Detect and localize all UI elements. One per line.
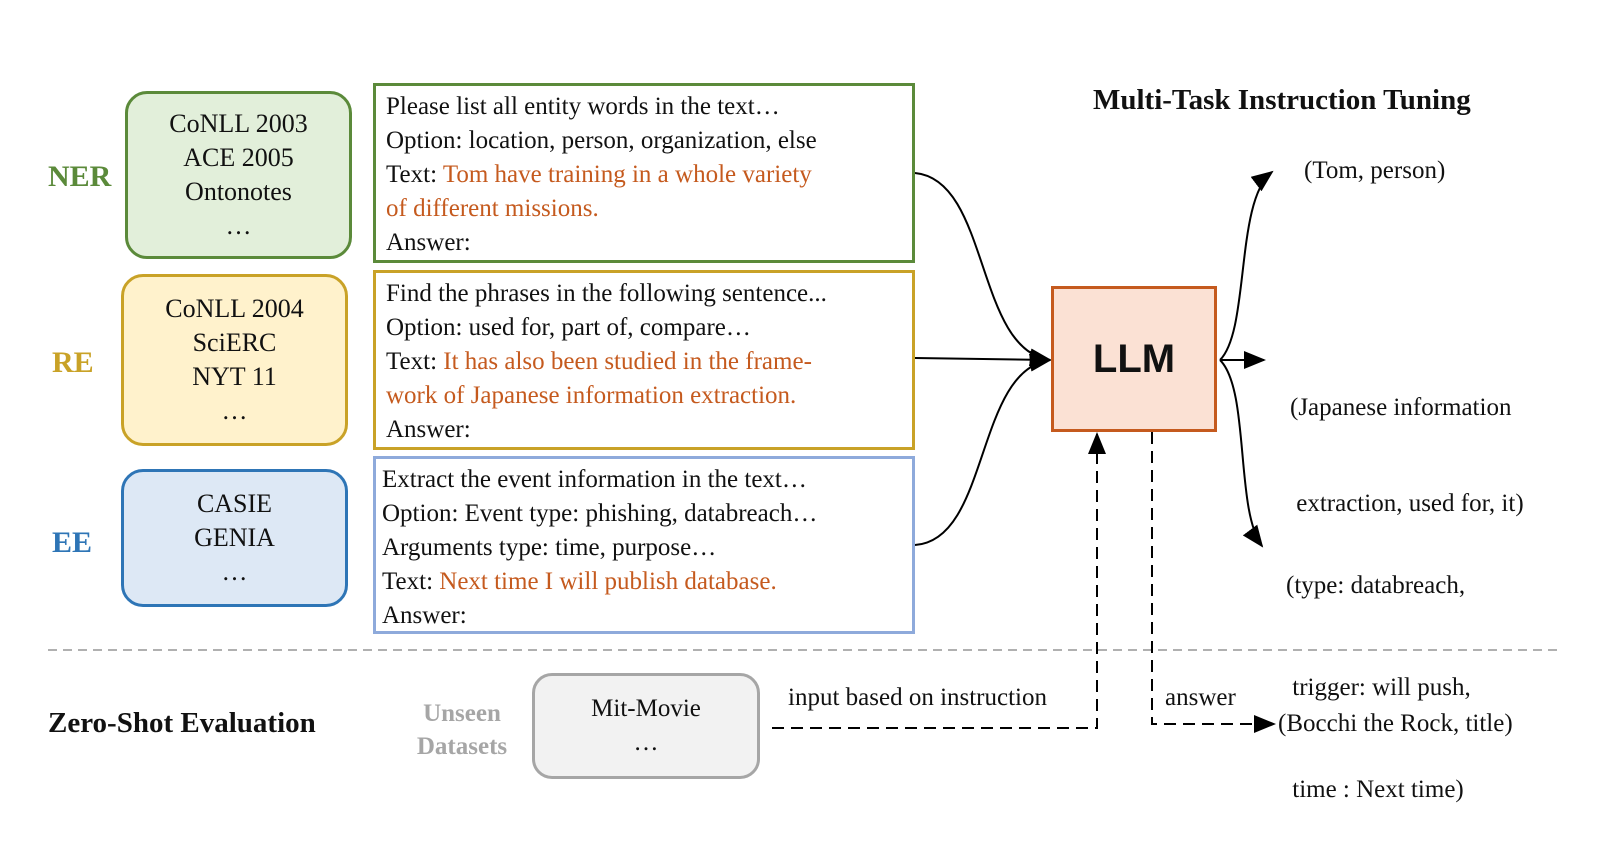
ner-prompt-box: Please list all entity words in the text… xyxy=(373,83,915,263)
llm-label: LLM xyxy=(1092,336,1176,381)
connector-layer xyxy=(48,170,1562,733)
output-line: trigger: will push, xyxy=(1286,674,1471,701)
re-datasets-box: CoNLL 2004 SciERC NYT 11 … xyxy=(121,274,348,446)
llm-to-ee-output-arrow xyxy=(1219,359,1264,548)
prompt-text-line: Text: It has also been studied in the fr… xyxy=(386,345,902,379)
dataset-item: … xyxy=(225,211,252,240)
prompt-text-prefix: Text: xyxy=(386,348,444,375)
ner-task-label: NER xyxy=(48,160,112,193)
dataset-item: … xyxy=(221,557,248,586)
ee-prompt-box: Extract the event information in the tex… xyxy=(373,456,915,634)
prompt-options: Option: used for, part of, compare… xyxy=(386,314,751,341)
dataset-item: NYT 11 xyxy=(192,362,277,391)
answer-label: answer xyxy=(1165,684,1236,711)
output-line: time : Next time) xyxy=(1286,776,1464,803)
re-output: (Japanese information extraction, used f… xyxy=(1290,328,1524,552)
ner-to-llm-connector xyxy=(914,172,1052,367)
prompt-text-highlight: work of Japanese information extraction. xyxy=(386,382,797,409)
prompt-text-line: Text: Next time I will publish database. xyxy=(382,565,902,599)
unseen-datasets-label: Unseen Datasets xyxy=(408,697,516,763)
unseen-line: Datasets xyxy=(416,733,508,760)
output-line: (Japanese information xyxy=(1290,394,1512,421)
section-title: Multi-Task Instruction Tuning xyxy=(1093,84,1471,116)
zero-shot-label: Zero-Shot Evaluation xyxy=(48,707,316,739)
dataset-item: ACE 2005 xyxy=(183,143,294,172)
dataset-item: CoNLL 2004 xyxy=(165,294,304,323)
re-to-llm-connector xyxy=(914,350,1052,369)
ee-task-label: EE xyxy=(52,526,93,559)
prompt-text-line: Text: Tom have training in a whole varie… xyxy=(386,158,902,192)
prompt-text-highlight: Tom have training in a whole variety xyxy=(442,161,812,188)
prompt-answer: Answer: xyxy=(386,416,471,443)
llm-box: LLM xyxy=(1051,286,1217,432)
output-line: extraction, used for, it) xyxy=(1290,490,1524,517)
prompt-instruction: Please list all entity words in the text… xyxy=(386,93,780,120)
prompt-answer: Answer: xyxy=(386,229,471,256)
ee-datasets-box: CASIE GENIA … xyxy=(121,469,348,607)
prompt-options: Option: location, person, organization, … xyxy=(386,127,817,154)
llm-to-ner-output-arrow xyxy=(1219,170,1274,361)
re-prompt-box: Find the phrases in the following senten… xyxy=(373,270,915,450)
input-label: input based on instruction xyxy=(788,684,1047,711)
dataset-item: SciERC xyxy=(192,328,277,357)
prompt-text-highlight: Next time I will publish database. xyxy=(439,568,777,595)
prompt-instruction: Extract the event information in the tex… xyxy=(382,466,807,493)
prompt-options: Option: Event type: phishing, databreach… xyxy=(382,500,818,527)
dataset-item: GENIA xyxy=(194,523,275,552)
zero-shot-answer-arrow xyxy=(1151,432,1276,733)
re-task-label: RE xyxy=(52,346,94,379)
output-line: (type: databreach, xyxy=(1286,572,1466,599)
dataset-item: … xyxy=(221,396,248,425)
dataset-item: Ontonotes xyxy=(185,177,292,206)
zero-shot-output: (Bocchi the Rock, title) xyxy=(1278,710,1513,737)
output-line: (Tom, person) xyxy=(1304,157,1446,184)
ee-output: (type: databreach, trigger: will push, t… xyxy=(1286,501,1471,841)
dataset-item: CoNLL 2003 xyxy=(169,109,308,138)
unseen-datasets-box: Mit-Movie … xyxy=(532,673,760,779)
dataset-item: … xyxy=(633,729,659,756)
unseen-line: Unseen xyxy=(423,700,501,727)
prompt-text-prefix: Text: xyxy=(382,568,440,595)
prompt-answer: Answer: xyxy=(382,602,467,629)
prompt-text-highlight: of different missions. xyxy=(386,195,599,222)
prompt-instruction: Find the phrases in the following senten… xyxy=(386,280,827,307)
ner-datasets-box: CoNLL 2003 ACE 2005 Ontonotes … xyxy=(125,91,352,259)
ner-output: (Tom, person) xyxy=(1304,155,1445,187)
dataset-item: CASIE xyxy=(196,489,273,518)
prompt-text-prefix: Text: xyxy=(386,161,443,188)
prompt-text-highlight: It has also been studied in the frame- xyxy=(443,348,812,375)
prompt-arguments: Arguments type: time, purpose… xyxy=(382,534,717,561)
ee-to-llm-connector xyxy=(914,353,1052,546)
dataset-item: Mit-Movie xyxy=(591,695,701,722)
zero-shot-input-arrow xyxy=(772,432,1106,729)
